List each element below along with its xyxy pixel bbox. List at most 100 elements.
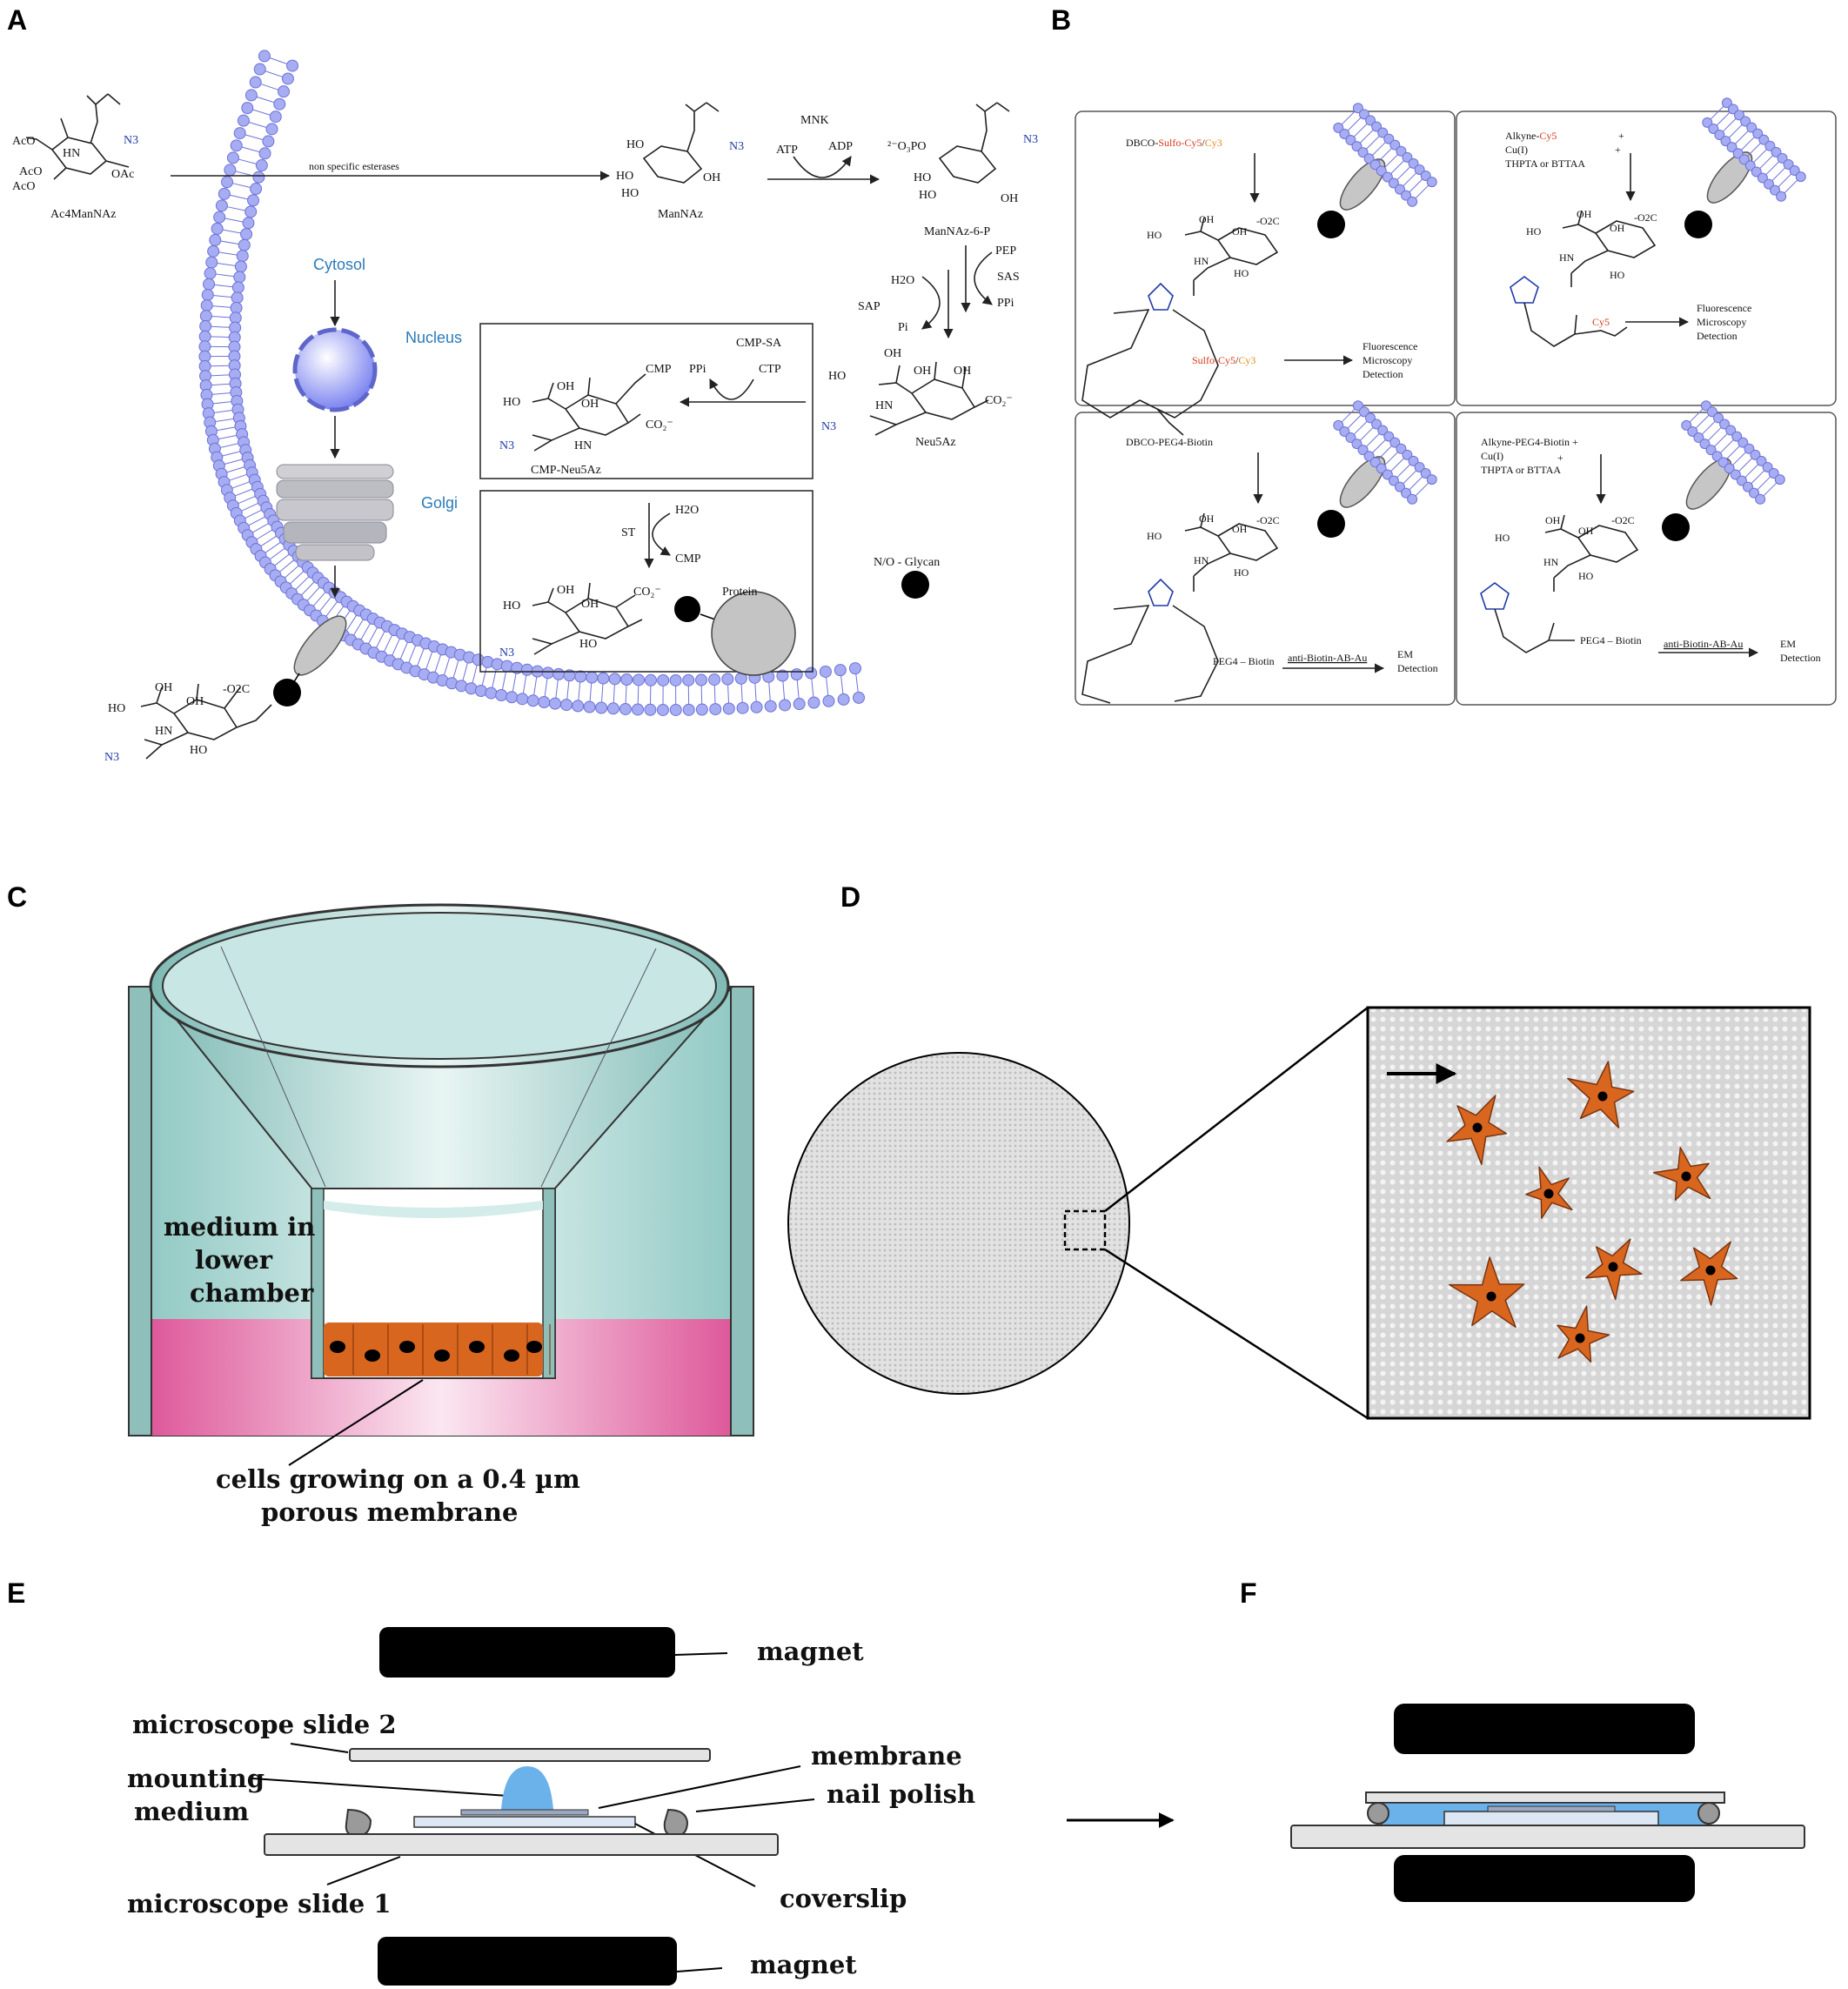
b2-ho: HO	[1526, 225, 1542, 238]
mnk-label: MNK	[800, 114, 829, 127]
b2-glycan-dot	[1684, 211, 1712, 238]
glycan-legend-dot	[901, 571, 929, 599]
ppi-label: PPi	[997, 297, 1014, 310]
f-membrane	[1487, 1805, 1616, 1812]
b4-antibody: anti-Biotin-AB-Au	[1664, 638, 1743, 650]
b1-oh-1: OH	[1199, 213, 1215, 225]
magnet-bottom-label: magnet	[750, 1950, 857, 1979]
glycan-dot-surface	[273, 679, 301, 707]
mannaz6p-label: ManNAz-6-P	[924, 225, 990, 238]
b4-em-1: EM	[1780, 638, 1796, 650]
mannaz-6-p-structure: ²⁻O₃PO HO HO OH N3 ManNAz-6-P	[887, 102, 1038, 238]
panel-label-a: A	[7, 4, 27, 36]
st-cmp-label: CMP	[675, 552, 701, 566]
b4-ho-2: HO	[1578, 570, 1594, 582]
panel-a-metabolic-pathway: AcO AcO AcO OAc HN N3 Ac4ManNAz non spec…	[12, 50, 1038, 764]
b1-ho: HO	[1147, 229, 1162, 241]
golgi-icon	[276, 464, 394, 561]
b3-ho-2: HO	[1234, 566, 1249, 579]
ac4mannaz-aco-1: AcO	[12, 135, 35, 148]
pep-label: PEP	[995, 244, 1016, 258]
mounting-medium-drop	[501, 1766, 553, 1810]
magnet-bottom	[378, 1937, 677, 1986]
b1-sialic-structure: HO OH OH -O2C HN HO	[1081, 213, 1280, 436]
f-coverslip	[1443, 1811, 1659, 1826]
b3-mini-bilayer	[1333, 400, 1437, 505]
zoom-cell	[1449, 1256, 1525, 1328]
b4-mini-bilayer	[1681, 400, 1785, 505]
ac4mannaz-hn: HN	[63, 147, 80, 160]
b3-oh-2: OH	[1232, 523, 1248, 535]
magnet-top	[379, 1627, 675, 1678]
panel-label-f: F	[1240, 1577, 1257, 1609]
st-label: ST	[621, 526, 636, 539]
slide2-label: microscope slide 2	[132, 1710, 397, 1739]
b2-oh-2: OH	[1610, 222, 1625, 234]
surface-oh-1: OH	[155, 681, 172, 694]
nail-polish-label: nail polish	[827, 1779, 975, 1809]
st-h2o-label: H2O	[675, 504, 699, 517]
cmp-neu5az-cmp: CMP	[646, 363, 672, 376]
f-magnet-bottom	[1394, 1855, 1695, 1902]
f-nail-polish-left	[1367, 1802, 1389, 1825]
b4-glycan-dot	[1662, 513, 1690, 541]
magnet-top-label: magnet	[757, 1637, 864, 1666]
b1-fluor-1: Fluorescence	[1363, 340, 1417, 352]
mannaz-ho-1: HO	[626, 138, 644, 151]
cmp-neu5az-label: CMP-Neu5Az	[531, 464, 601, 477]
pi-label: Pi	[898, 321, 908, 334]
sialoglycoprotein-structure: HO OH OH HO CO₂⁻ N3	[499, 582, 661, 660]
f-magnet-top	[1394, 1704, 1695, 1754]
microscope-slide-1	[264, 1833, 779, 1856]
cmp-neu5az-azide: N3	[499, 439, 514, 452]
neu5az-structure: HO OH OH OH HN CO₂⁻ N3 Neu5Az	[821, 347, 1013, 449]
b4-em-2: Detection	[1780, 652, 1821, 664]
mounting-label-2: medium	[134, 1797, 250, 1826]
b2-oh-1: OH	[1577, 208, 1592, 220]
h2o-pi-curve	[921, 276, 941, 330]
mannaz-label: ManNAz	[658, 208, 703, 221]
b-box-alkyne-cy5	[1456, 110, 1837, 406]
b4-peg-biotin: PEG4 – Biotin	[1580, 634, 1642, 646]
coverslip-label: coverslip	[780, 1884, 907, 1913]
mannaz6p-ho-1: HO	[914, 171, 931, 184]
protein-label: Protein	[722, 586, 757, 599]
b2-plus-1: +	[1618, 130, 1624, 142]
b2-cu: Cu(I)	[1505, 144, 1528, 156]
medium-label-1: medium in	[164, 1212, 315, 1242]
b3-co2: -O2C	[1256, 514, 1280, 526]
neu5az-label: Neu5Az	[915, 436, 956, 449]
b2-fluor-3: Detection	[1697, 330, 1738, 342]
cytosol-label: Cytosol	[313, 256, 365, 273]
b3-oh-1: OH	[1199, 512, 1215, 525]
b2-plus-2: +	[1615, 144, 1621, 156]
b3-hn: HN	[1194, 554, 1209, 566]
atp-label: ATP	[776, 144, 798, 157]
ctp-label: CTP	[759, 363, 781, 376]
b1-dye: Sulfo-Cy5/Cy3	[1192, 354, 1255, 366]
b2-fluor-1: Fluorescence	[1697, 302, 1751, 314]
glycoprotein-co2: CO₂⁻	[633, 586, 661, 599]
f-slide-2	[1365, 1791, 1725, 1804]
panel-label-c: C	[7, 881, 27, 913]
b4-oh-1: OH	[1545, 514, 1561, 526]
lipid-bilayer-membrane	[198, 50, 866, 716]
b4-sialic-structure: HO OH OH -O2C HN HO	[1480, 514, 1639, 653]
neu5az-ho: HO	[828, 370, 846, 383]
glycoprotein-ho: HO	[503, 599, 520, 613]
mannaz6p-oh: OH	[1001, 192, 1018, 205]
b2-ho-2: HO	[1610, 269, 1625, 281]
h2o-label: H2O	[891, 274, 914, 287]
b1-protein	[1339, 158, 1386, 211]
panel-label-e: E	[7, 1577, 25, 1609]
mannaz-oh: OH	[703, 171, 720, 184]
glycoprotein-azide: N3	[499, 646, 514, 660]
h2o-cmp-curve	[652, 512, 671, 556]
adp-label: ADP	[828, 140, 853, 153]
surface-azide: N3	[104, 751, 119, 764]
panel-c-transwell-insert: medium in lower chamber cells growing on…	[128, 903, 754, 1527]
neu5az-oh-2: OH	[914, 365, 931, 378]
b3-glycan-dot	[1317, 510, 1345, 538]
cells-label-1: cells growing on a 0.4 µm	[216, 1464, 580, 1494]
cell-monolayer	[324, 1323, 543, 1376]
